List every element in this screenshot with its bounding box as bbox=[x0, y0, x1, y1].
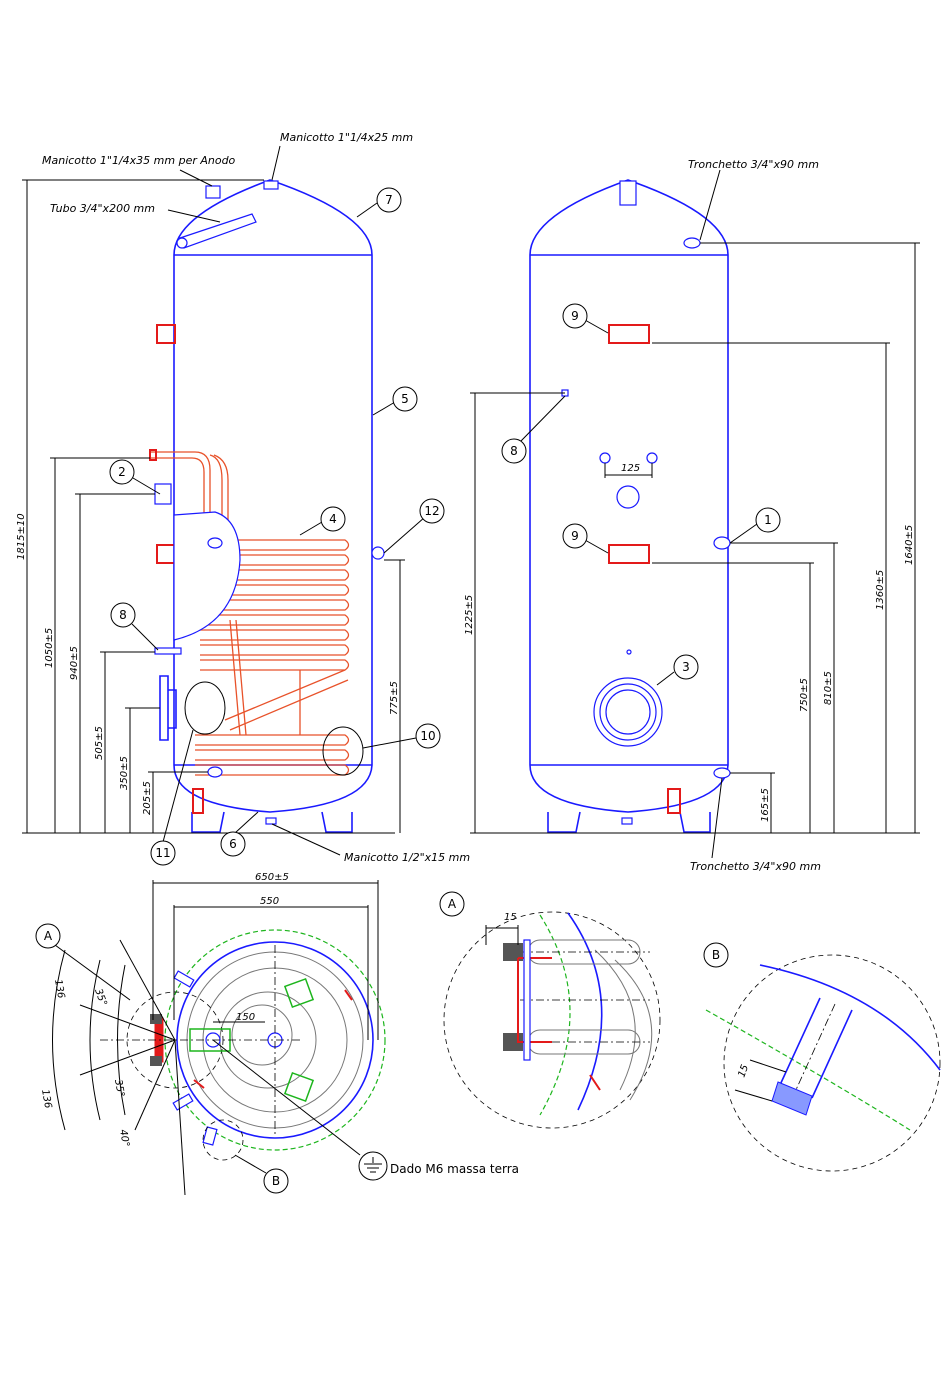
right-callouts: Tronchetto 3/4"x90 mm Tronchetto 3/4"x90… bbox=[501, 158, 821, 873]
svg-text:4: 4 bbox=[329, 512, 337, 526]
flange-9-bottom bbox=[608, 544, 650, 564]
dim-650: 650±5 bbox=[255, 872, 289, 883]
svg-text:12: 12 bbox=[424, 504, 439, 518]
left-balloons: 7 5 2 4 12 8 10 6 11 bbox=[109, 187, 445, 866]
dim-940: 940±5 bbox=[69, 646, 80, 680]
right-elevation bbox=[529, 179, 731, 833]
balloon-9-bottom bbox=[562, 523, 588, 549]
svg-text:7: 7 bbox=[385, 193, 393, 207]
balloon-detail-a-ref bbox=[35, 923, 61, 949]
dim-350: 350±5 bbox=[119, 756, 130, 790]
tube-3-4 bbox=[179, 213, 257, 249]
svg-text:2: 2 bbox=[118, 465, 126, 479]
callout-dado: Dado M6 massa terra bbox=[390, 1162, 519, 1176]
svg-text:B: B bbox=[272, 1174, 280, 1188]
balloon-12 bbox=[419, 498, 445, 524]
left-foot-1 bbox=[191, 811, 225, 833]
balloon-7 bbox=[376, 187, 402, 213]
balloon-11 bbox=[150, 840, 176, 866]
callout-manicotto-bottom: Manicotto 1/2"x15 mm bbox=[344, 851, 470, 864]
dim-505: 505±5 bbox=[94, 726, 105, 760]
inspection-opening bbox=[184, 681, 226, 735]
plan-callouts: A B Dado M6 massa terra bbox=[35, 923, 519, 1194]
dim-750: 750±5 bbox=[799, 678, 810, 712]
balloon-detail-b-ref bbox=[263, 1168, 289, 1194]
sensor-pocket bbox=[322, 726, 364, 776]
left-foot-2 bbox=[321, 811, 353, 833]
anode-sleeve bbox=[205, 185, 221, 199]
balloon-9-top bbox=[562, 303, 588, 329]
callout-tronchetto-bottom: Tronchetto 3/4"x90 mm bbox=[690, 860, 821, 873]
svg-text:8: 8 bbox=[119, 608, 127, 622]
dim-15-detail-b: 15 bbox=[736, 1063, 751, 1079]
ground-symbol-icon bbox=[358, 1151, 388, 1181]
svg-text:9: 9 bbox=[571, 309, 579, 323]
dim-205: 205±5 bbox=[142, 781, 153, 815]
svg-text:8: 8 bbox=[510, 444, 518, 458]
svg-text:9: 9 bbox=[571, 529, 579, 543]
balloon-8-right bbox=[501, 438, 527, 464]
top-sleeve bbox=[263, 180, 279, 190]
right-dimensions bbox=[470, 242, 920, 834]
callout-manicotto-anodo: Manicotto 1"1/4x35 mm per Anodo bbox=[42, 154, 236, 167]
heating-coil bbox=[150, 451, 350, 776]
svg-text:1: 1 bbox=[764, 513, 772, 527]
balloon-2 bbox=[109, 459, 135, 485]
svg-text:10: 10 bbox=[420, 729, 435, 743]
svg-text:A: A bbox=[44, 929, 53, 943]
dim-550: 550 bbox=[260, 896, 279, 907]
callout-manicotto-top: Manicotto 1"1/4x25 mm bbox=[280, 131, 413, 144]
balloon-1 bbox=[755, 507, 781, 533]
plan-green-box-top bbox=[283, 977, 315, 1009]
dim-810: 810±5 bbox=[823, 671, 834, 705]
side-flange bbox=[159, 675, 169, 741]
left-dimensions bbox=[22, 179, 405, 834]
balloon-5 bbox=[392, 386, 418, 412]
left-elevation bbox=[149, 179, 385, 833]
balloon-8-left bbox=[110, 602, 136, 628]
callout-tronchetto-top: Tronchetto 3/4"x90 mm bbox=[688, 158, 819, 171]
plan-view bbox=[52, 880, 386, 1196]
dim-775: 775±5 bbox=[389, 681, 400, 715]
arc-136-bottom: 136 bbox=[39, 1089, 53, 1110]
flange-marker-mid bbox=[156, 544, 176, 564]
detail-a: A bbox=[439, 891, 661, 1129]
dim-125: 125 bbox=[621, 463, 640, 474]
svg-text:3: 3 bbox=[682, 660, 690, 674]
callout-tubo: Tubo 3/4"x200 mm bbox=[50, 202, 155, 215]
dim-1815: 1815±10 bbox=[16, 513, 27, 560]
svg-text:A: A bbox=[448, 897, 457, 911]
dim-15-detail-a: 15 bbox=[504, 912, 517, 923]
svg-text:6: 6 bbox=[229, 837, 237, 851]
dim-1050: 1050±5 bbox=[44, 628, 55, 668]
balloon-4 bbox=[320, 506, 346, 532]
flange-marker-top bbox=[156, 324, 176, 344]
svg-text:11: 11 bbox=[155, 846, 170, 860]
balloon-10 bbox=[415, 723, 441, 749]
left-callouts: Manicotto 1"1/4x25 mm Manicotto 1"1/4x35… bbox=[42, 131, 470, 864]
angle-40: 40° bbox=[117, 1129, 131, 1148]
angle-35-bottom: 35° bbox=[112, 1079, 126, 1098]
angle-35-top: 35° bbox=[92, 987, 108, 1007]
detail-b: B bbox=[703, 942, 941, 1172]
dim-1225: 1225±5 bbox=[464, 595, 475, 635]
dim-165: 165±5 bbox=[760, 788, 771, 822]
svg-text:5: 5 bbox=[401, 392, 409, 406]
flange-9-top bbox=[608, 324, 650, 344]
plan-green-box-bottom bbox=[283, 1071, 315, 1103]
dim-1360: 1360±5 bbox=[875, 570, 886, 610]
balloon-3 bbox=[673, 654, 699, 680]
svg-text:B: B bbox=[712, 948, 720, 962]
arc-136-top: 136 bbox=[52, 979, 66, 1000]
balloon-6 bbox=[220, 831, 246, 857]
dim-1640: 1640±5 bbox=[904, 525, 915, 565]
dim-150: 150 bbox=[236, 1012, 255, 1023]
flange-marker-bottom bbox=[192, 788, 204, 814]
